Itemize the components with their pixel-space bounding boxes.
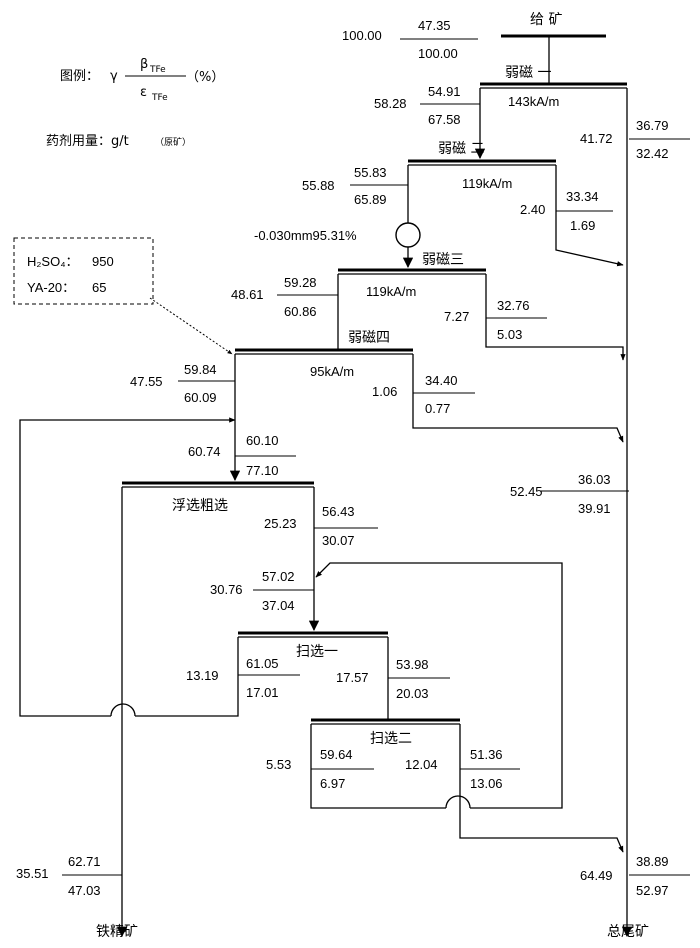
feed-beta: 47.35 [418,18,451,33]
h2so4-label: H₂SO₄： [27,254,79,269]
legend-beta: β [140,57,148,72]
rough-tail-eps: 30.07 [322,533,355,548]
legend-beta-sub: TFe [149,65,166,75]
final-conc-eps: 47.03 [68,883,101,898]
legend-eps-sub: TFe [151,93,168,103]
final-tail-beta: 38.89 [636,854,669,869]
h2so4-value: 950 [92,254,114,269]
mag1-field: 143kA/m [508,94,559,109]
mag2-name: 弱磁 二 [438,141,484,157]
legend-eps: ε [140,85,147,100]
reagent-box [13,237,154,305]
feed-label: 给 矿 [530,12,562,28]
mag2-conc-gamma: 55.88 [302,178,335,193]
mag1-conc-gamma: 58.28 [374,96,407,111]
scav2-tail-eps: 13.06 [470,776,503,791]
scav1-conc-gamma: 13.19 [186,668,219,683]
mag1-conc-eps: 67.58 [428,112,461,127]
mag2-tail-gamma: 2.40 [520,202,545,217]
final-conc-beta: 62.71 [68,854,101,869]
scav1-conc-eps: 17.01 [246,685,279,700]
mag1-conc-beta: 54.91 [428,84,461,99]
grind-label: -0.030mm95.31% [254,228,357,243]
mag4-tail-gamma: 1.06 [372,384,397,399]
mag4-conc-eps: 60.09 [184,390,217,405]
mag3-tail-gamma: 7.27 [444,309,469,324]
process-bars [122,34,627,725]
scav1-tail-eps: 20.03 [396,686,429,701]
legend: 图例： γ β TFe ε TFe （%） 药剂用量：g/t （原矿） [46,57,224,149]
mag2-conc-beta: 55.83 [354,165,387,180]
mag4-conc-beta: 59.84 [184,362,217,377]
legend-unit: （%） [186,70,224,85]
scav2-tail-gamma: 12.04 [405,757,438,772]
feed-gamma: 100.00 [342,28,382,43]
scav2-name: 扫选二 [370,731,412,747]
grinding-circle [395,222,421,248]
scav1-feed-beta: 57.02 [262,569,295,584]
scav1-tail-beta: 53.98 [396,657,429,672]
scav1-feed-eps: 37.04 [262,598,295,613]
final-tail-eps: 52.97 [636,883,669,898]
scav2-conc-eps: 6.97 [320,776,345,791]
legend-gamma: γ [110,69,118,84]
tailcomb-eps: 39.91 [578,501,611,516]
mag3-conc-eps: 60.86 [284,304,317,319]
mag3-tail-beta: 32.76 [497,298,530,313]
scav2-conc-beta: 59.64 [320,747,353,762]
mag3-tail-eps: 5.03 [497,327,522,342]
mag4-field: 95kA/m [310,364,354,379]
ya20-value: 65 [92,280,106,295]
scav2-tail-beta: 51.36 [470,747,503,762]
dosage-label: 药剂用量：g/t [46,134,129,149]
rough-tail-gamma: 25.23 [264,516,297,531]
mag1-tail-beta: 36.79 [636,118,669,133]
mag1-tail-eps: 32.42 [636,146,669,161]
mag3-conc-gamma: 48.61 [231,287,264,302]
dosage-sub: （原矿） [155,136,191,148]
mag2-field: 119kA/m [462,176,512,191]
flot-feed-beta: 60.10 [246,433,279,448]
tailcomb-gamma: 52.45 [510,484,543,499]
tailcomb-beta: 36.03 [578,472,611,487]
legend-prefix: 图例： [60,69,99,84]
mag4-tail-beta: 34.40 [425,373,458,388]
mag4-tail-eps: 0.77 [425,401,450,416]
flot-feed-gamma: 60.74 [188,444,221,459]
scav1-feed-gamma: 30.76 [210,582,243,597]
final-conc-gamma: 35.51 [16,866,49,881]
scav1-tail-gamma: 17.57 [336,670,369,685]
mag3-field: 119kA/m [366,284,416,299]
flot-feed-eps: 77.10 [246,463,279,478]
mag4-conc-gamma: 47.55 [130,374,163,389]
mag2-tail-beta: 33.34 [566,189,599,204]
scav1-name: 扫选一 [296,644,338,660]
ya20-label: YA-20： [27,280,75,295]
mag3-name: 弱磁三 [422,252,464,268]
final-tail-gamma: 64.49 [580,868,613,883]
scav2-conc-gamma: 5.53 [266,757,291,772]
rough-tail-beta: 56.43 [322,504,355,519]
mag4-name: 弱磁四 [348,330,390,346]
final-tail-label: 总尾矿 [607,924,649,940]
final-conc-label: 铁精矿 [96,924,138,940]
fraction-dividers [62,38,690,876]
mag1-name: 弱磁 一 [505,65,551,81]
mag2-tail-eps: 1.69 [570,218,595,233]
feed-eps: 100.00 [418,46,458,61]
scav1-conc-beta: 61.05 [246,656,279,671]
mag3-conc-beta: 59.28 [284,275,317,290]
mag2-conc-eps: 65.89 [354,192,387,207]
mag1-tail-gamma: 41.72 [580,131,613,146]
rough-name: 浮选粗选 [172,498,228,514]
